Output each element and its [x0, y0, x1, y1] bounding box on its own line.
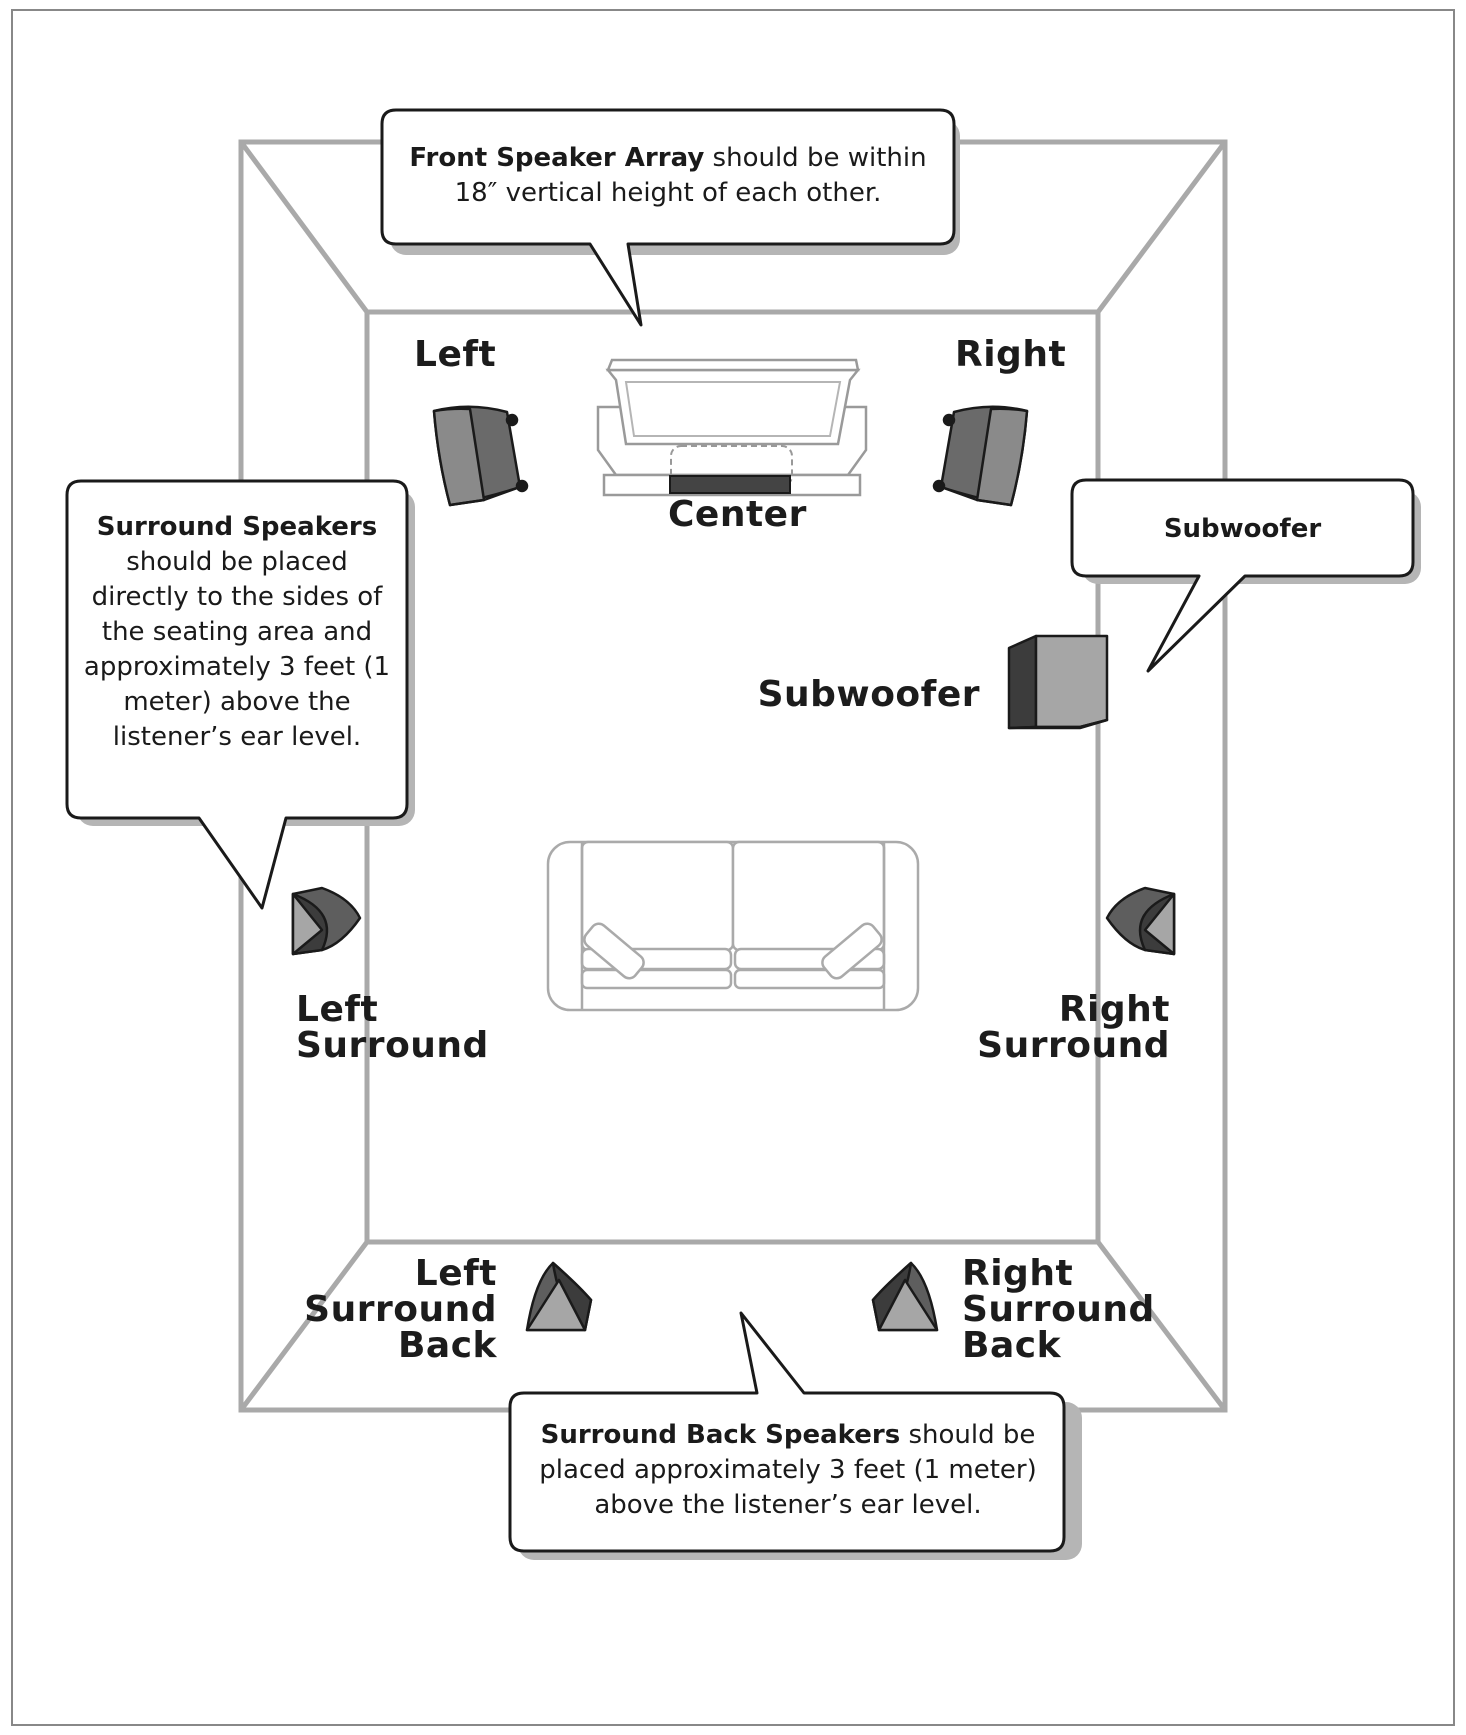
left-surround-back-speaker: [525, 1261, 593, 1332]
surround-back-callout-text: Surround Back Speakers should be placed …: [539, 1420, 1037, 1520]
front-callout-bubble: [380, 108, 956, 327]
left-surround-speaker: [291, 886, 362, 956]
wall-corner-top-left: [238, 140, 370, 314]
right-surround-back-speaker: [871, 1261, 939, 1332]
sofa: [546, 840, 920, 1012]
front-right-speaker: [932, 405, 1029, 507]
tv-console: [596, 358, 868, 497]
label-right: Right: [955, 334, 1067, 375]
wall-corner-bottom-left: [239, 1240, 369, 1412]
surround-back-callout-bubble: [508, 1311, 1066, 1553]
front-callout-text: Front Speaker Array should be within 18″…: [409, 143, 927, 208]
subwoofer-callout-bubble: [1070, 478, 1415, 673]
front-left-speaker: [432, 405, 529, 507]
subwoofer-speaker: [1007, 634, 1109, 730]
center-speaker: [669, 475, 791, 494]
wall-corner-top-right: [1095, 140, 1228, 314]
right-surround-speaker: [1105, 886, 1176, 956]
page-border: [11, 9, 1455, 1726]
wall-corner-bottom-right: [1096, 1240, 1227, 1412]
subwoofer-callout-text: Subwoofer: [1163, 514, 1322, 544]
label-left: Left: [414, 334, 497, 375]
surround-callout-bubble: [65, 479, 409, 910]
label-center: Center: [668, 494, 807, 535]
label-subwoofer: Subwoofer: [757, 674, 980, 715]
